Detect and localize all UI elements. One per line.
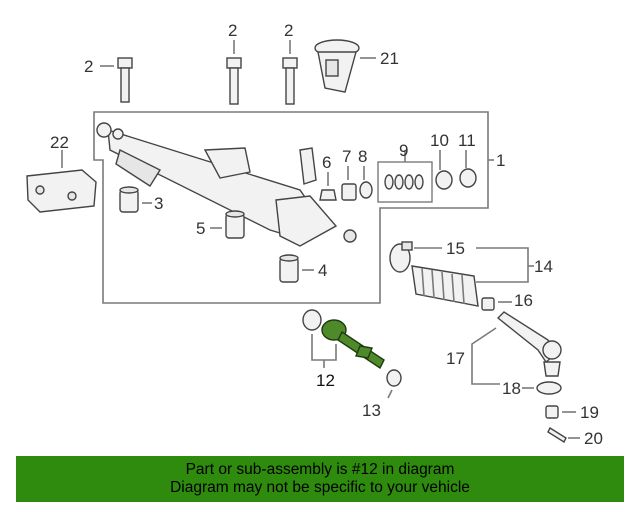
inner-tie-rod-part-12[interactable] <box>302 309 385 370</box>
callout-16: 16 <box>514 291 533 310</box>
callout-18: 18 <box>502 379 521 398</box>
info-banner: Part or sub-assembly is #12 in diagram D… <box>16 456 624 502</box>
callout-17: 17 <box>446 349 465 368</box>
washer-part-11[interactable] <box>459 168 477 188</box>
callout-10: 10 <box>430 131 449 150</box>
callout-6: 6 <box>322 153 331 172</box>
steering-boot-part-21[interactable] <box>314 39 360 93</box>
bellows-boot-part-14[interactable] <box>411 265 479 307</box>
nut-part-7[interactable] <box>341 183 357 201</box>
plug-part-6[interactable] <box>319 189 337 201</box>
callout-7: 7 <box>342 147 351 166</box>
steering-gear-exploded-diagram: 2 2 2 21 22 1 3 5 <box>26 21 603 448</box>
banner-line-2: Diagram may not be specific to your vehi… <box>170 479 470 496</box>
heat-shield-part-22[interactable] <box>26 169 97 213</box>
bolt-part-2-middle[interactable] <box>226 57 242 105</box>
bushing-part-3[interactable] <box>119 186 139 213</box>
clip-part-16[interactable] <box>481 297 495 311</box>
banner-line-1: Part or sub-assembly is #12 in diagram <box>185 461 455 478</box>
callout-19: 19 <box>580 403 599 422</box>
callout-20: 20 <box>584 429 603 448</box>
callout-2-left: 2 <box>84 57 93 76</box>
callout-3: 3 <box>154 194 163 213</box>
callout-13: 13 <box>362 401 381 420</box>
callout-5: 5 <box>196 219 205 238</box>
boot-clamp-part-15[interactable] <box>389 241 413 273</box>
lock-nut-part-13[interactable] <box>386 369 402 387</box>
callout-8: 8 <box>358 147 367 166</box>
washer-part-8[interactable] <box>359 181 373 199</box>
callout-22: 22 <box>50 133 69 152</box>
outer-tie-rod-end-part-17[interactable] <box>496 311 562 377</box>
callout-11: 11 <box>458 131 476 150</box>
rack-housing-part-1[interactable] <box>96 122 357 247</box>
callout-2-right: 2 <box>284 21 293 40</box>
castle-nut-part-19[interactable] <box>545 405 559 419</box>
bushing-part-5[interactable] <box>225 210 245 239</box>
callout-14: 14 <box>534 257 553 276</box>
dust-boot-part-18[interactable] <box>536 381 562 395</box>
callout-15: 15 <box>446 239 465 258</box>
leader-13 <box>387 389 393 399</box>
seal-kit-part-9[interactable] <box>377 161 433 203</box>
leader-14 <box>476 247 529 283</box>
callout-21: 21 <box>380 49 399 68</box>
callout-4: 4 <box>318 261 327 280</box>
nut-part-10[interactable] <box>435 170 453 190</box>
leader-17 <box>471 327 500 385</box>
bushing-part-4[interactable] <box>279 254 299 283</box>
callout-2-middle: 2 <box>228 21 237 40</box>
bolt-part-2-right[interactable] <box>282 57 298 105</box>
cotter-pin-part-20[interactable] <box>547 426 567 444</box>
callout-1: 1 <box>496 151 505 170</box>
callout-9: 9 <box>399 141 408 160</box>
callout-12: 12 <box>316 371 335 390</box>
bolt-part-2-left[interactable] <box>117 57 133 103</box>
